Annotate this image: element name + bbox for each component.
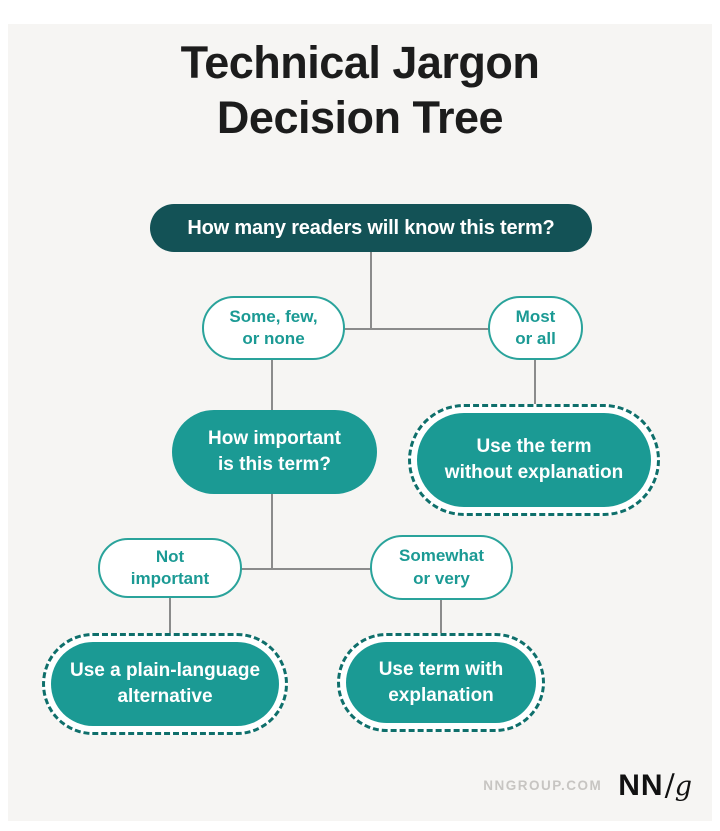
connector-branch-bottom-horizontal (241, 568, 372, 570)
outcome-use-term-label: Use the term without explanation (417, 413, 651, 507)
node-branch-somewhat-very: Somewhat or very (370, 535, 513, 600)
page-title: Technical Jargon Decision Tree (180, 37, 540, 143)
node-root-question: How many readers will know this term? (150, 204, 592, 252)
node-question-importance: How important is this term? (172, 410, 377, 494)
connector-some-few-drop (271, 358, 273, 412)
node-branch-some-few: Some, few, or none (202, 296, 345, 360)
node-outcome-term-explanation: Use term with explanation (337, 633, 545, 732)
nng-logo-slash: / (664, 768, 675, 803)
footer: NNGROUP.COM NN / g (483, 768, 692, 803)
connector-not-important-drop (169, 596, 171, 635)
outcome-plain-language-label: Use a plain-language alternative (51, 642, 279, 726)
footer-website: NNGROUP.COM (483, 778, 603, 793)
node-outcome-use-term: Use the term without explanation (408, 404, 660, 516)
connector-root-drop (370, 252, 372, 330)
nng-logo: NN / g (618, 768, 692, 803)
connector-importance-drop (271, 492, 273, 570)
node-branch-most-all: Most or all (488, 296, 583, 360)
node-outcome-plain-language: Use a plain-language alternative (42, 633, 288, 735)
connector-most-all-drop (534, 358, 536, 406)
node-branch-not-important: Not important (98, 538, 242, 598)
nng-logo-g: g (674, 771, 692, 802)
outcome-term-explanation-label: Use term with explanation (346, 642, 536, 723)
connector-branch-top-horizontal (344, 328, 490, 330)
connector-somewhat-drop (440, 598, 442, 635)
nng-logo-nn: NN (618, 769, 664, 802)
